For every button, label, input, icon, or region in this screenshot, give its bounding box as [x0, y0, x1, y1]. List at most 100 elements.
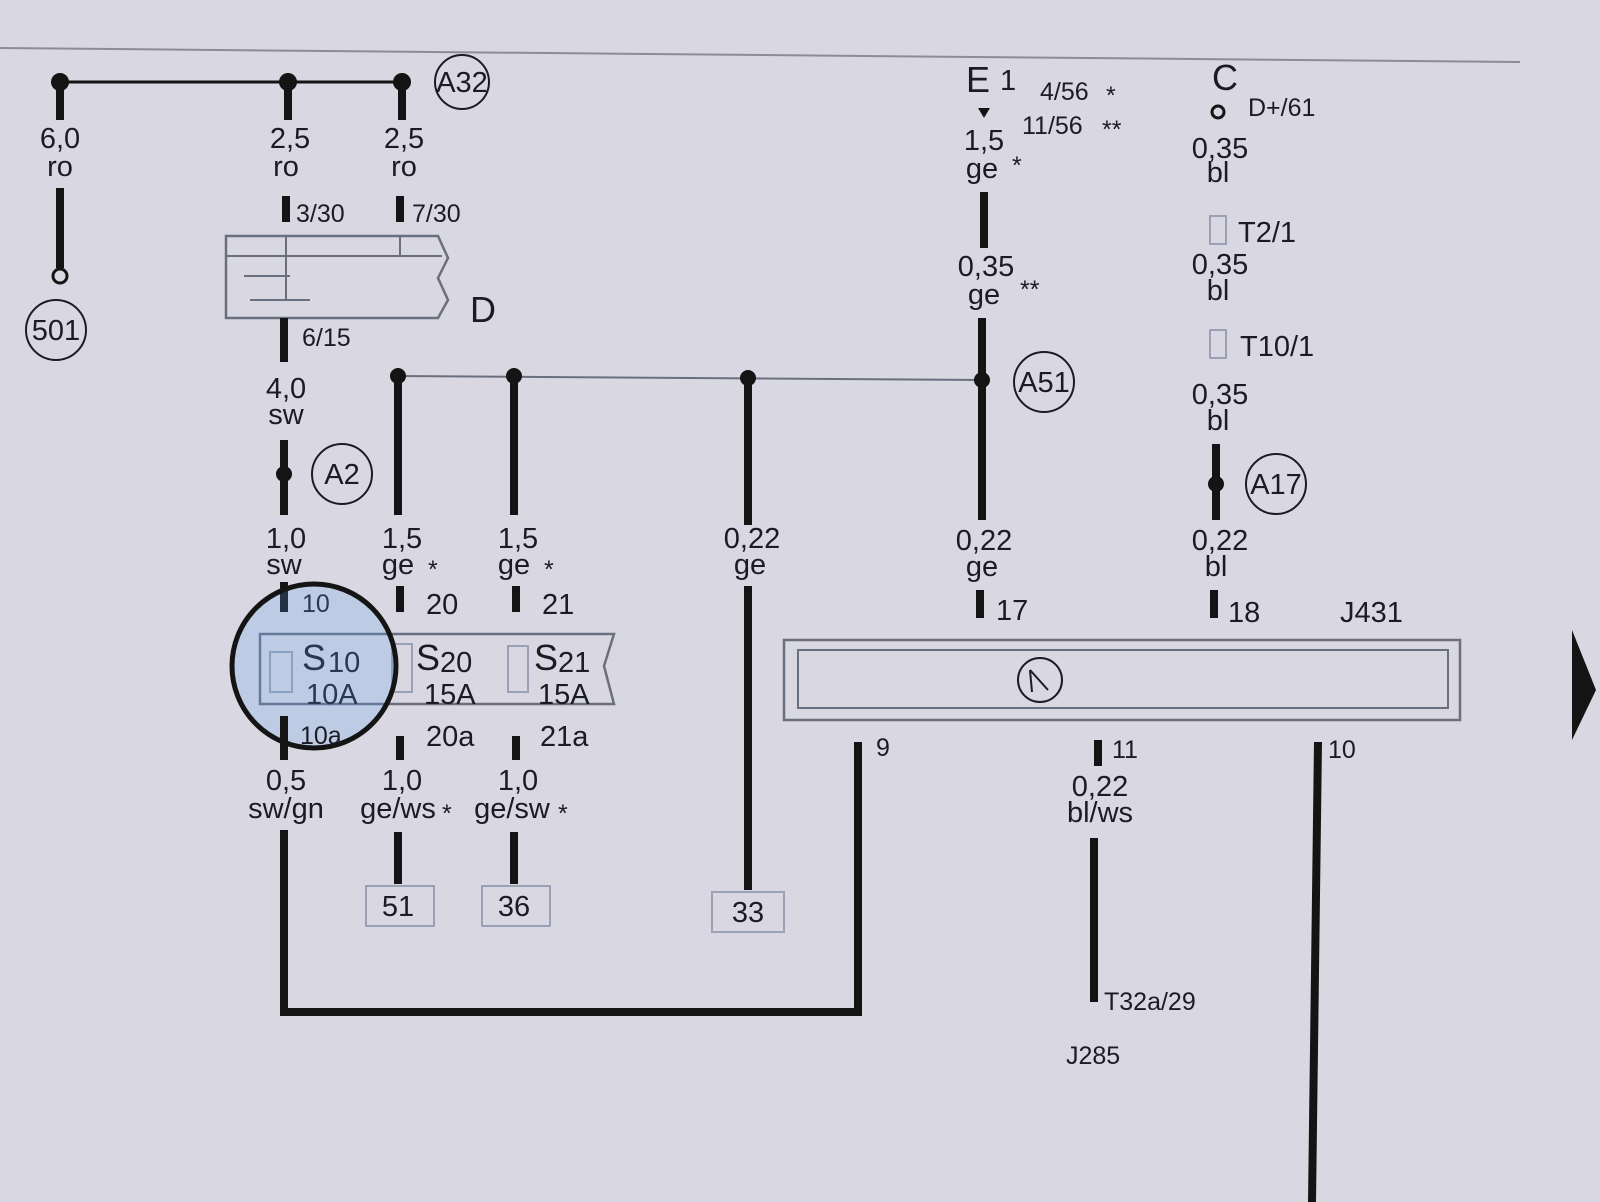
wire-size: 1,0 — [382, 765, 422, 797]
e1-pin-label-1: 4/56 — [1040, 78, 1089, 106]
wire-color: ro — [273, 151, 299, 183]
ref-a32-label: A32 — [436, 67, 488, 99]
ref-circle-a32 — [434, 54, 490, 110]
fuse-s10-label: S — [302, 637, 326, 678]
fuse-s21-num: 21 — [558, 647, 590, 679]
terminal-33-label: 33 — [732, 897, 764, 929]
ground-symbol — [1017, 657, 1063, 703]
terminal-box-51 — [365, 885, 435, 927]
component-d-label: D — [470, 289, 496, 330]
wire-size: 1,5 — [964, 125, 1004, 157]
pin-label: 20a — [426, 721, 475, 753]
ref-circle-a51 — [1013, 351, 1075, 413]
star-mark: * — [1106, 82, 1116, 110]
wire-size: 0,22 — [1072, 771, 1128, 803]
fuse-s10-num: 10 — [328, 647, 360, 679]
connector-t32-label: T32a/29 — [1104, 988, 1196, 1016]
wire-size: 0,22 — [724, 523, 780, 555]
fuse-symbol-s20 — [391, 643, 413, 693]
wire-color: ge — [734, 549, 766, 581]
wire-color: sw — [268, 399, 305, 431]
wire-size: 6,0 — [40, 123, 80, 155]
wire-color: ge — [966, 551, 998, 583]
fuse-symbol-s21 — [507, 645, 529, 693]
ref-a2-label: A2 — [324, 459, 359, 491]
connector-t2 — [1209, 215, 1227, 245]
pin-label: 7/30 — [412, 200, 461, 228]
star-mark: ** — [1020, 276, 1040, 304]
wire-size: 0,35 — [1192, 379, 1248, 411]
wire-color: sw/gn — [248, 793, 324, 825]
pin-label: 20 — [426, 589, 458, 621]
wire-size: 1,5 — [382, 523, 422, 555]
module-j431-label: J431 — [1340, 597, 1403, 629]
wire-color: ro — [47, 151, 73, 183]
wire-size: 1,0 — [498, 765, 538, 797]
connector-arrow — [978, 108, 990, 118]
fuse-s20-amp: 15A — [424, 679, 476, 711]
ground-symbol-line — [1029, 669, 1033, 693]
wire-size: 0,5 — [266, 765, 306, 797]
star-mark: * — [544, 556, 554, 584]
page-top-edge — [0, 47, 1521, 63]
wire-size: 1,0 — [266, 523, 306, 555]
fuse-box — [258, 632, 616, 706]
connector-t10 — [1209, 329, 1227, 359]
wire-size: 0,35 — [958, 251, 1014, 283]
pin-label: 3/30 — [296, 200, 345, 228]
ref-501-label: 501 — [32, 315, 80, 347]
continue-arrow-icon — [1572, 630, 1596, 740]
component-c-label: C — [1212, 57, 1238, 98]
pin-label: 9 — [876, 734, 890, 762]
ref-circle-a17 — [1245, 453, 1307, 515]
pin-label: 6/15 — [302, 324, 351, 352]
splice-dot — [276, 466, 292, 482]
terminal-51-label: 51 — [382, 891, 414, 923]
fuse-s21-amp: 15A — [538, 679, 590, 711]
fuse-s20-label: S — [416, 637, 440, 678]
wire-color: bl — [1205, 551, 1228, 583]
ref-circle-501 — [25, 299, 87, 361]
fuse-s20-num: 20 — [440, 647, 472, 679]
wire-color: sw — [266, 549, 303, 581]
wire-size: 1,5 — [498, 523, 538, 555]
module-j431-box — [782, 638, 1462, 722]
component-e1-num: 1 — [1000, 65, 1016, 97]
pin-label: 10 — [1328, 736, 1356, 764]
wire-color: ge/sw — [474, 793, 551, 825]
ref-circle-a2 — [311, 443, 373, 505]
ref-a51-label: A51 — [1018, 367, 1070, 399]
star-mark: * — [558, 800, 568, 828]
wire-color: ge — [382, 549, 414, 581]
highlight-circle-s10 — [229, 581, 399, 751]
pin-label: 11 — [1112, 736, 1138, 764]
bus-15 — [397, 375, 985, 381]
star-mark: * — [442, 800, 452, 828]
component-e1-letter: E — [966, 59, 990, 100]
pin-label: 21 — [542, 589, 574, 621]
terminal-open — [51, 267, 69, 285]
pin-label: 10 — [302, 590, 330, 618]
wire-color: ge/ws — [360, 793, 436, 825]
terminal-box-36 — [481, 885, 551, 927]
wire-color: bl — [1207, 275, 1230, 307]
ref-a17-label: A17 — [1250, 469, 1302, 501]
star-mark: * — [1012, 152, 1022, 180]
terminal-36-label: 36 — [498, 891, 530, 923]
wire-sw-gn-loop — [280, 742, 862, 1016]
pin-label: 18 — [1228, 597, 1260, 629]
fuse-symbol-s10 — [269, 651, 293, 693]
wire-color: bl — [1207, 157, 1230, 189]
connector-t2-label: T2/1 — [1238, 217, 1296, 249]
wire-from-j431-10 — [1308, 741, 1322, 1202]
wire-color: ge — [498, 549, 530, 581]
fuse-s10-amp: 10A — [306, 679, 358, 711]
terminal-box-33 — [711, 891, 785, 933]
wire-size: 0,22 — [1192, 525, 1248, 557]
wire-size: 2,5 — [384, 123, 424, 155]
c-pin-label: D+/61 — [1248, 94, 1315, 122]
wire-color: bl — [1207, 405, 1230, 437]
splice-dot — [1208, 476, 1224, 492]
